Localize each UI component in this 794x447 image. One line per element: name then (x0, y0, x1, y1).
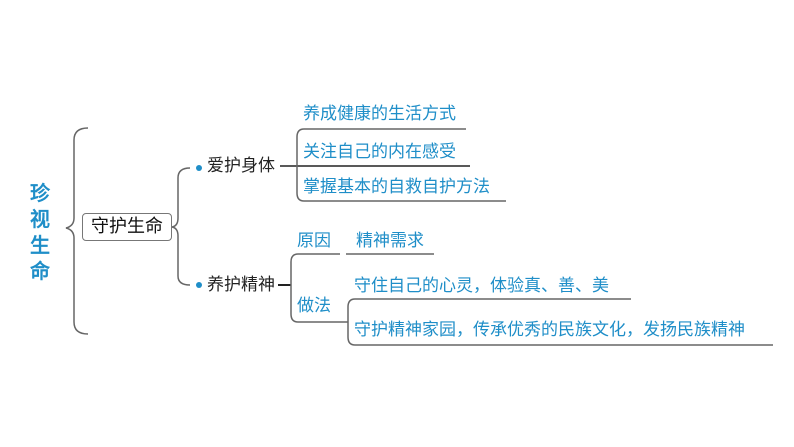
method-bracket (347, 298, 773, 346)
bullet-dot (196, 282, 202, 288)
branch-spirit: 养护精神 (207, 275, 275, 295)
left-brace (65, 127, 89, 335)
title: 珍视生命 (30, 181, 50, 283)
branch-body: 爱护身体 (207, 156, 275, 176)
spirit-bracket (290, 253, 348, 323)
body-item: 养成健康的生活方式 (303, 104, 456, 124)
method-label: 做法 (297, 296, 331, 316)
root-node: 守护生命 (82, 213, 172, 241)
reason-label: 原因 (297, 231, 331, 251)
body-item: 关注自己的内在感受 (303, 142, 456, 162)
bullet-dot (196, 165, 202, 171)
reason: 精神需求 (356, 231, 424, 251)
method-item: 守住自己的心灵，体验真、善、美 (354, 276, 609, 296)
body-item: 掌握基本的自救自护方法 (303, 177, 490, 197)
body-bracket (296, 128, 506, 202)
root-bracket (171, 167, 191, 286)
method-item: 守护精神家园，传承优秀的民族文化，发扬民族精神 (354, 320, 745, 340)
